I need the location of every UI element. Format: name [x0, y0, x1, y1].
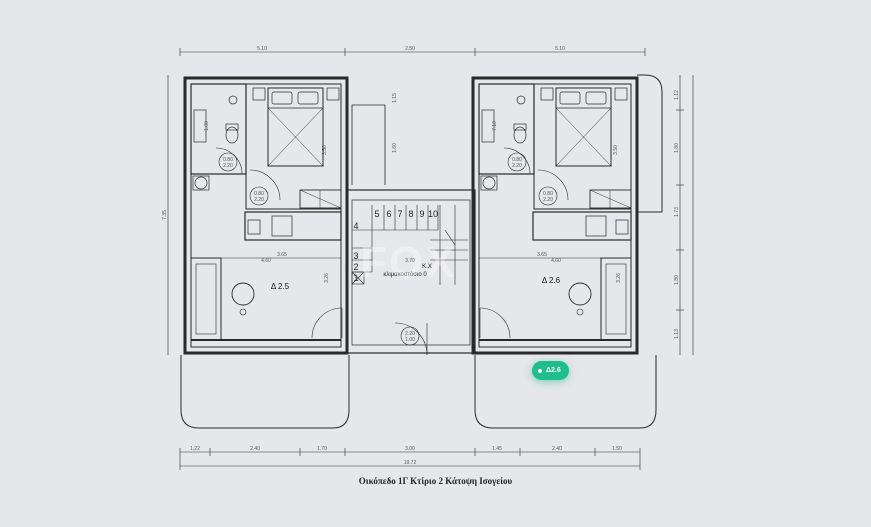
- unit-pin-button[interactable]: Δ2.6: [532, 361, 569, 380]
- right-balcony: [474, 355, 657, 429]
- svg-text:2.20: 2.20: [254, 197, 264, 203]
- left-table: [231, 282, 255, 306]
- svg-text:2.20: 2.20: [512, 163, 522, 169]
- dim-bottom-3: 3.00: [405, 446, 415, 452]
- door-tag: [538, 186, 558, 206]
- stair-step: 10: [428, 209, 438, 219]
- door-tag: [249, 186, 269, 206]
- dim-inner-11: 1.60: [204, 121, 210, 131]
- dim-inner-1: 3.65: [277, 252, 287, 258]
- dim-top-1: 2.50: [405, 46, 415, 52]
- right-unit-outline: [471, 76, 639, 355]
- dim-right-3: 1.80: [674, 275, 680, 285]
- dim-top-2: 5.10: [555, 46, 565, 52]
- left-kitchen: [244, 211, 342, 241]
- right-kitchen: [532, 211, 632, 241]
- svg-text:2.20: 2.20: [543, 197, 553, 203]
- room-label-right: Δ 2.6: [542, 276, 561, 285]
- stair-step: 1: [353, 273, 358, 283]
- door-tag: [507, 152, 527, 172]
- stair-label: κλιμακοστάσιο 0: [383, 271, 427, 278]
- right-sofa: [600, 257, 632, 341]
- dim-inner-6: 3.26: [616, 273, 622, 283]
- stair-code: Κ.Χ: [422, 264, 432, 270]
- dim-bottom-2: 1.70: [317, 446, 327, 452]
- stair-step: 7: [397, 209, 402, 219]
- dim-left: 7.35: [162, 210, 168, 220]
- stair-step: 6: [386, 209, 391, 219]
- left-bedroom: [245, 83, 342, 210]
- right-table: [568, 282, 592, 306]
- dim-inner-3: 3.65: [537, 252, 547, 258]
- plan-caption: Οικόπεδο 1Γ Κτίριο 2 Κάτοψη Ισογείου: [358, 476, 513, 486]
- dim-total: 19.72: [404, 460, 417, 466]
- stair-step: 2: [353, 262, 358, 272]
- room-label-left: Δ 2.5: [271, 282, 290, 291]
- door-tag-text: 2.20: [405, 331, 415, 337]
- left-sofa: [190, 257, 222, 341]
- left-balcony: [180, 355, 350, 429]
- door-tag-text: 0.80: [543, 191, 553, 197]
- staircase: [346, 189, 476, 354]
- stair-step: 5: [374, 209, 379, 219]
- stair-step: 9: [419, 209, 424, 219]
- stair-step: 8: [408, 209, 413, 219]
- stair-step: 4: [353, 221, 358, 231]
- svg-text:2.20: 2.20: [223, 163, 233, 169]
- dim-inner-2: 4.60: [551, 258, 561, 264]
- dim-right-2: 1.73: [674, 207, 680, 217]
- dim-inner-12: 7.10: [492, 121, 498, 131]
- dim-right-0: 1.12: [674, 90, 680, 100]
- dim-bottom-6: 1.50: [612, 446, 622, 452]
- door-tag: [400, 326, 420, 346]
- pin-dot-icon: [538, 368, 542, 373]
- stair-step: 3: [353, 251, 358, 261]
- door-tag: [218, 152, 238, 172]
- dim-bottom-5: 2.40: [552, 446, 562, 452]
- right-bed: [555, 87, 612, 167]
- dim-top-0: 5.10: [257, 46, 267, 52]
- dim-bottom-0: 1.22: [190, 446, 200, 452]
- watermark: FOX: [360, 238, 457, 287]
- dim-right-1: 1.80: [674, 143, 680, 153]
- dim-inner-9: 1.15: [392, 93, 398, 103]
- dim-inner-7: 3.50: [322, 145, 328, 155]
- dim-inner-5: 3.26: [324, 273, 330, 283]
- dim-inner-4: 3.70: [405, 258, 415, 264]
- dim-bottom-4: 1.45: [492, 446, 502, 452]
- door-tag-text: 0.80: [512, 157, 522, 163]
- right-bedroom: [533, 83, 632, 210]
- dim-inner-8: 3.50: [613, 145, 619, 155]
- left-bed: [267, 87, 324, 167]
- svg-text:1.00: 1.00: [405, 337, 415, 343]
- dim-right-4: 1.13: [674, 329, 680, 339]
- dim-inner-10: 1.60: [392, 143, 398, 153]
- dim-bottom-1: 2.40: [250, 446, 260, 452]
- door-tag-text: 0.80: [254, 191, 264, 197]
- pin-label: Δ2.6: [546, 367, 561, 374]
- dim-inner-0: 4.60: [261, 258, 271, 264]
- door-tag-text: 0.80: [223, 157, 233, 163]
